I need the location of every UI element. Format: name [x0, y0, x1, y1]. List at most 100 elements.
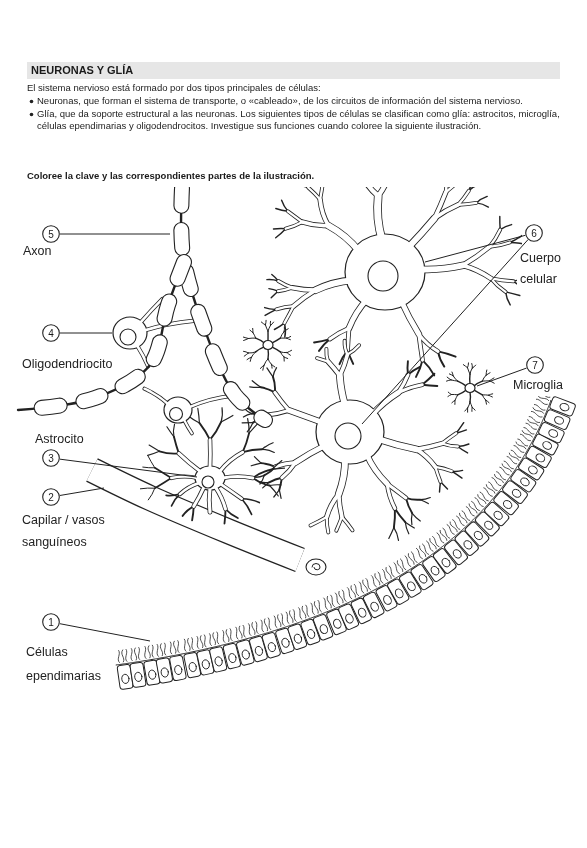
process-outline: [265, 325, 268, 331]
part-label: Microglia: [513, 378, 563, 393]
cilium: [217, 632, 219, 644]
nerve-tissue: [18, 138, 576, 690]
process-outline: [472, 365, 475, 368]
cilium: [375, 574, 380, 585]
bullet-dot: [30, 113, 34, 117]
instruction-text: Coloree la clave y las correspondientes …: [27, 170, 560, 182]
ependymal-nucleus: [473, 530, 485, 542]
process-outline: [184, 420, 192, 434]
process-outline: [311, 517, 327, 526]
process-outline: [243, 337, 248, 338]
callout-text: 5: [42, 225, 60, 243]
cilium: [160, 644, 163, 656]
cilium: [397, 561, 403, 572]
process-outline: [328, 226, 359, 252]
process-outline: [279, 478, 282, 490]
process-outline: [271, 291, 278, 298]
process-fill: [419, 265, 463, 269]
ependymal-nucleus: [241, 649, 250, 660]
cilium: [447, 525, 454, 535]
process-outline: [345, 341, 348, 355]
process-fill: [408, 218, 435, 248]
microglia: [243, 320, 291, 370]
process-outline: [248, 352, 255, 353]
process-outline: [269, 478, 282, 483]
process-outline: [463, 365, 467, 368]
callout-text: 3: [42, 449, 60, 467]
process-outline: [262, 449, 274, 452]
cilium: [170, 642, 171, 654]
ependymal-nucleus: [369, 601, 380, 612]
process-fill: [463, 247, 490, 266]
part-label: Axon: [23, 244, 52, 259]
process-fill: [348, 328, 350, 351]
process-fill: [387, 484, 395, 509]
callout-text: 6: [525, 224, 543, 242]
process-outline: [261, 322, 265, 325]
process-outline: [455, 395, 458, 401]
cilium: [511, 450, 521, 457]
process-outline: [482, 395, 485, 400]
ependymal-nucleus: [511, 488, 523, 499]
process-outline: [274, 228, 286, 230]
process-outline: [339, 459, 345, 494]
part-label: Células ependimarias: [26, 640, 108, 688]
leader-line: [60, 333, 112, 334]
process-outline: [472, 407, 475, 410]
process-outline: [159, 451, 178, 453]
process-fill: [342, 517, 353, 530]
process-outline: [242, 499, 252, 515]
process-outline: [393, 140, 402, 151]
cell-body: [263, 341, 273, 350]
process-outline: [180, 483, 199, 494]
process-outline: [506, 292, 520, 296]
process-outline: [264, 359, 268, 365]
cilium: [230, 629, 232, 641]
bullet-text: Neuronas, que forman el sistema de trans…: [37, 95, 560, 107]
process-outline: [442, 444, 458, 447]
cilium: [152, 645, 153, 657]
process-fill: [378, 171, 390, 196]
axon: [18, 262, 184, 410]
cilium: [480, 492, 488, 501]
process-outline: [448, 392, 451, 394]
cilium: [495, 475, 504, 483]
process-outline: [267, 349, 269, 359]
process-fill: [330, 328, 349, 339]
process-outline: [282, 200, 288, 211]
process-fill: [327, 517, 329, 533]
process-outline: [347, 345, 359, 354]
ependymal-nucleus: [394, 588, 405, 600]
process-outline: [476, 196, 487, 203]
cilium: [509, 453, 519, 460]
callout-number: 6: [531, 228, 537, 239]
process-outline: [323, 174, 328, 183]
myelin-sheath-outline: [18, 262, 184, 410]
ependymal-nucleus: [228, 653, 237, 664]
process-outline: [261, 387, 275, 392]
process-fill: [327, 494, 339, 517]
callout-circle: 5: [42, 225, 60, 243]
cilium: [197, 637, 199, 649]
ependymal-nucleus: [201, 659, 210, 670]
cilium: [462, 511, 470, 521]
cilium: [469, 504, 477, 513]
microglia: [447, 363, 495, 412]
process-outline: [446, 179, 460, 192]
process-outline: [194, 487, 204, 506]
process-outline: [284, 329, 288, 332]
myelin-sheath: [181, 188, 265, 420]
leader-line: [60, 459, 197, 477]
process-outline: [244, 351, 249, 353]
process-outline: [320, 200, 328, 226]
process-outline: [148, 451, 160, 455]
cilium: [173, 641, 176, 653]
process-outline: [506, 292, 511, 305]
cilium: [192, 638, 193, 650]
cell-body: [164, 397, 192, 423]
process-outline: [256, 347, 265, 352]
ependymal-nucleus: [492, 510, 504, 522]
process-outline: [349, 299, 367, 328]
ependymal-nucleus: [293, 633, 303, 644]
process-outline: [288, 211, 303, 222]
